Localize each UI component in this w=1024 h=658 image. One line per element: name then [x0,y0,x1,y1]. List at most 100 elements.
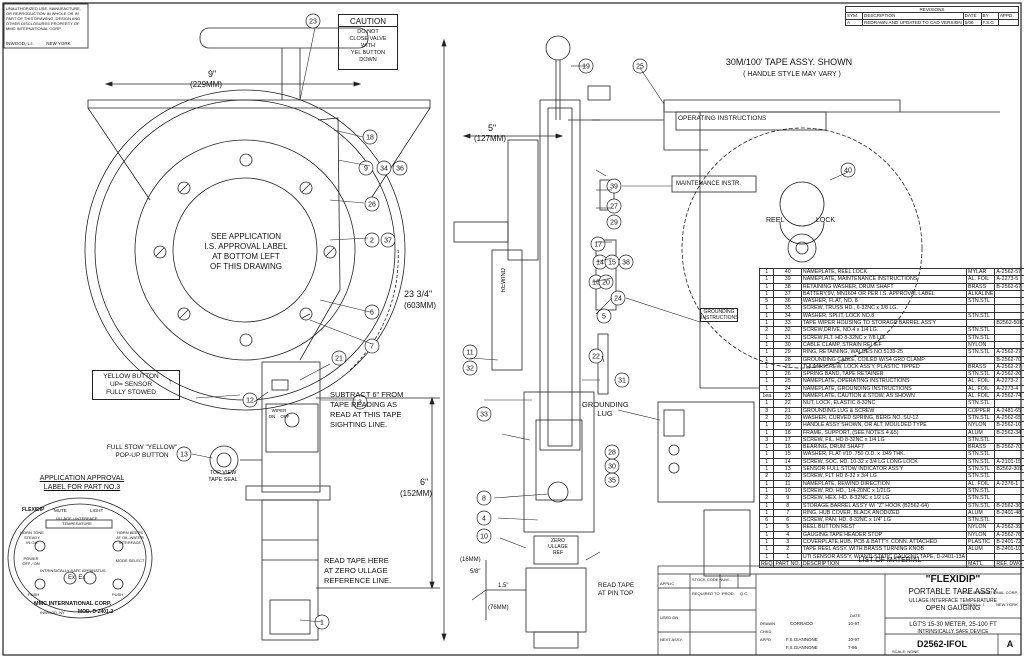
bom-cell: STN.STL [966,333,996,342]
bom-cell: 35 [773,304,802,313]
bom-cell: 1 [758,340,775,350]
callout-balloon [476,510,492,526]
bom-cell: SPRING BAND, TAPE RETAINER [800,370,968,379]
bom-cell: 1 [758,333,775,342]
bom-cell: 1 [758,508,775,518]
dim-width-mm: (229MM) [190,80,223,89]
callout-number: 28 [608,450,616,457]
bom-cell: MYLAR [966,267,996,277]
callout-number: 3 [358,400,362,407]
bom-cell: AL. FOIL [966,392,996,401]
bom-title: LIST OF MATERIAL [858,557,922,564]
tb-drawn: CORRADO [790,621,814,626]
bom-cell: B-2401-10 [994,545,1024,554]
tb-label-qc: Q.C. [740,591,749,596]
bom-cell: 21 [773,406,802,415]
callout-balloon [364,232,380,248]
bom-cell: 28 [773,355,802,364]
bom-cell: NYLON [966,421,996,430]
bom-cell: NAMEPLATE, CAUTION & STOW, AS SHOWN [800,392,968,401]
title-line2: ULLAGE INTERFACE TEMPERATURE [909,598,997,604]
bom-cell: A-2273-5 [994,275,1024,284]
bom-cell: NAMEPLATE, GROUNDING INSTRUCTIONS [800,384,968,394]
callout-number: 36 [396,166,404,173]
label-intrinsic: INTRINSICALLY SAFE APPARATUS [40,568,106,573]
bom-cell: AL. FOIL [966,377,996,386]
bom-cell: STN.STL [966,326,996,335]
label-inwood: INWOOD, NY [40,610,65,615]
subtract-note: SUBTRACT 6" FROM TAPE READING AS READ AT… [330,390,404,429]
tb-label-appd: APPD [760,637,771,642]
bom-cell: A-2273-4 [994,384,1024,394]
callout-number: 16 [592,280,600,287]
bom-cell: 23 [773,392,802,401]
callout-number: 26 [368,202,376,209]
bom-cell: 4 [773,530,802,540]
bom-cell: 1 [758,552,775,561]
label-brand: FLEXIDIP [22,507,45,513]
bom-cell: A-2562-39 [994,523,1024,532]
tape-assy-note: 30M/100' TAPE ASSY. SHOWN [725,57,853,67]
bom-cell: SCREW, FLT HD 8-32 x 3/4 LG [800,472,968,481]
bom-cell: AL. FOIL [966,275,996,284]
bom-cell: AL. FOIL [966,384,996,394]
bom-cell: 2 [758,326,775,335]
bom-cell: B-2562-70 [994,443,1024,452]
bom-cell: 2 [758,413,775,423]
bom-cell: 6 [758,516,775,525]
bom-cell [994,435,1024,445]
dim-six-in: 6" [420,477,429,487]
callout-number: 35 [608,478,616,485]
bom-cell: 1 [758,355,775,364]
bom-cell: 1 [758,362,775,372]
bom-cell: 1 [758,537,775,547]
label-push-2: PUSH [112,592,124,597]
label-mod: MOD. D-2401-2 [78,609,114,615]
bom-cell: 1 [758,486,775,496]
bom-cell: 5 [773,523,802,532]
product-name: "FLEXIDIP" [925,574,981,585]
bom-cell: WASHER, FLAT, NO. 8 [800,297,968,306]
application-label-note: APPLICATION APPROVAL LABEL FOR PART NO.3 [39,475,125,491]
bom-cell: 38 [773,282,802,291]
zero-ullage-label: ZERO ULLAGE REF [548,538,568,556]
callout-number: 14 [596,260,604,267]
bom-cell: A-2376-1 [994,479,1024,488]
bom-cell: HANDLE ASSY SHOWN, OR ALT. MOULDED TYPE [800,421,968,430]
revisions-title: REVISIONS [845,5,1019,14]
bom-cell [994,311,1024,321]
tb-stock: STOCK CODE NUM. [692,577,730,582]
bom-cell: A-2481-65 [994,406,1024,415]
maintenance-instructions-plate: MAINTENANCE INSTR. [676,181,742,187]
bom-cell: STN.STL [966,311,996,321]
dim-width-in: 9" [208,69,217,79]
bom-cell: B2562-30K [994,464,1024,474]
dim-side-mm: (127MM) [474,134,507,143]
reel-label: REEL [766,217,785,224]
bom-cell: A-2562-76 [994,530,1024,540]
bom-cell: B-2562-70 [994,355,1024,364]
label-push: PUSH [28,592,40,597]
callout-number: 37 [384,238,392,245]
tb-scale: SCALE: NONE [892,649,919,654]
label-beeps: HORN BEEPS AT OIL-WATER INTERFACE [116,530,144,545]
yellow-button-box: YELLOW BUTTON UP= SENSOR FULLY STOWED ↑ [92,370,180,400]
bom-cell: SCREW, HEX. HD. 8-32NC x 1/2 LG [800,494,968,503]
callout-number: 11 [466,350,473,357]
bom-cell: 1 [758,530,775,540]
bom-cell: STN.STL [966,450,996,459]
callout-balloon [604,472,620,488]
caution-title: CAUTION [339,17,397,27]
